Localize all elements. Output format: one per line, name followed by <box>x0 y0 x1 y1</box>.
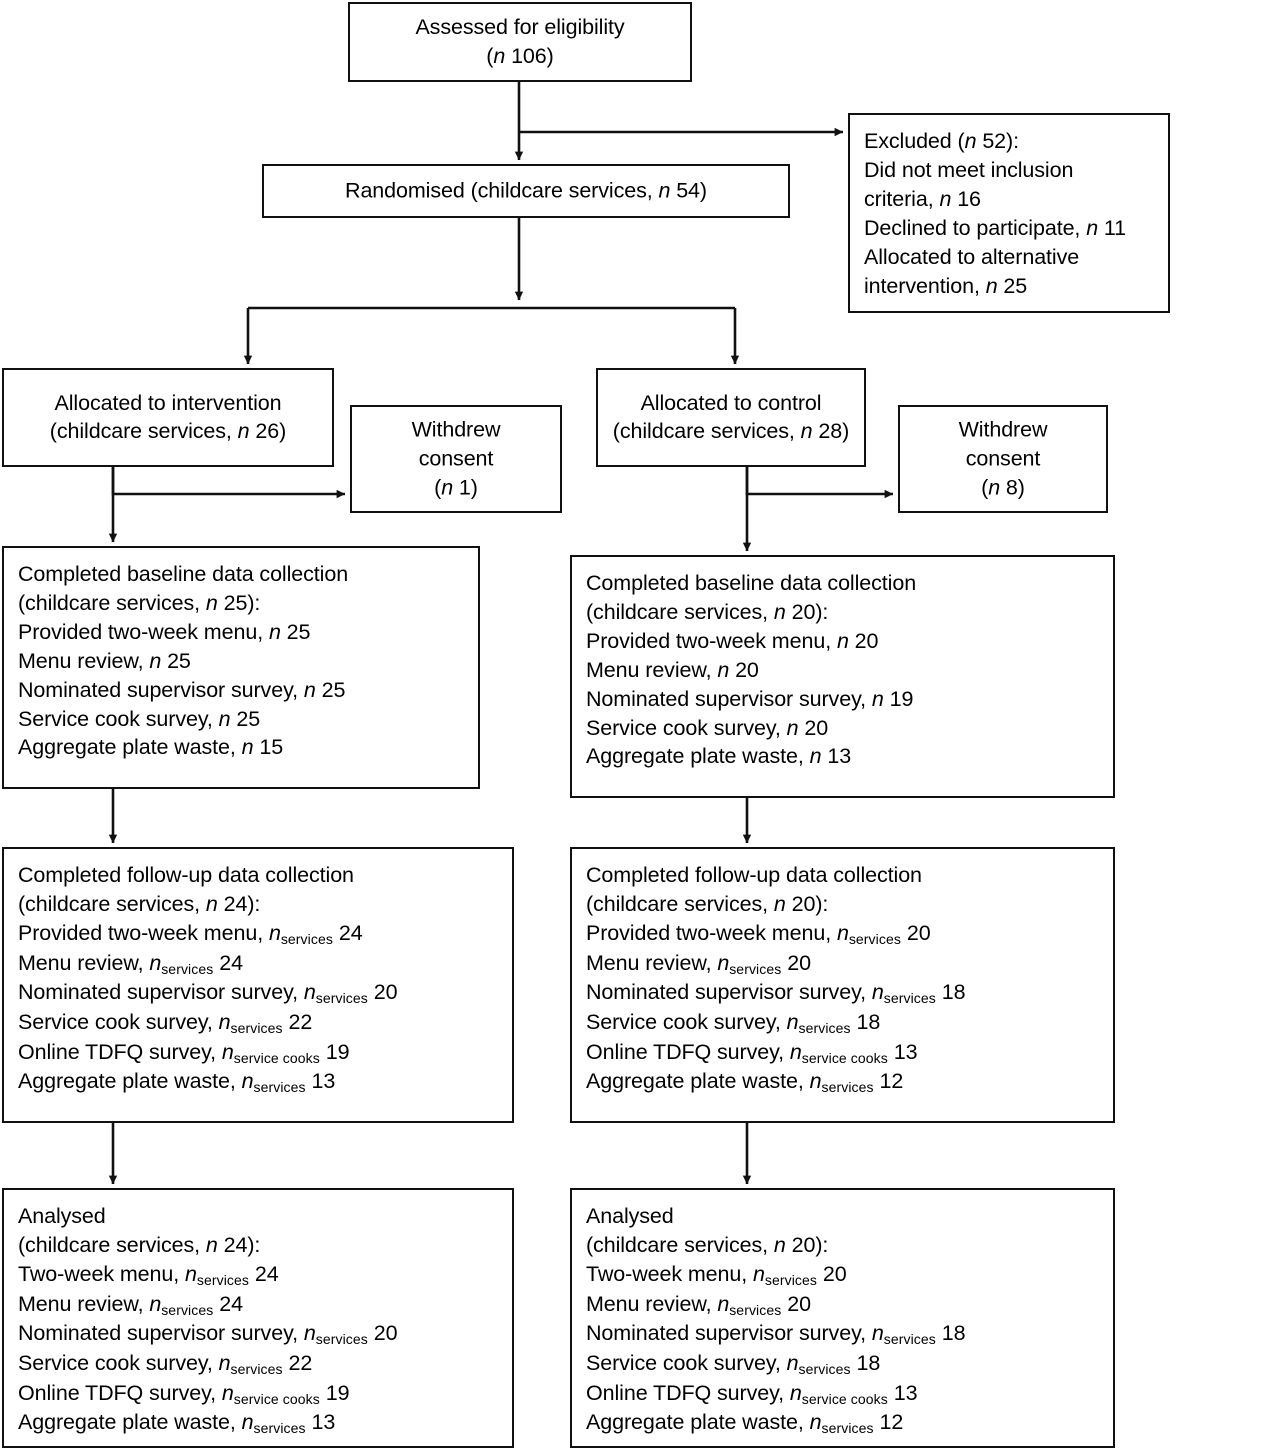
edge-alloc-int-to-withdrew <box>111 467 346 499</box>
node-text-line: Menu review, nservices 24 <box>18 1291 243 1318</box>
node-text-line: Excluded (n 52): <box>864 129 1019 153</box>
node-text: Analysed (childcare services, n 20): Two-w… <box>572 1190 1113 1438</box>
node-text-line: Declined to participate, n 11 <box>864 215 1127 240</box>
node-text-line: Nominated supervisor survey, nservices 1… <box>586 1321 966 1348</box>
node-text-line: Aggregate plate waste, nservices 13 <box>18 1410 336 1437</box>
node-text-line: Service cook survey, nservices 18 <box>586 1351 881 1377</box>
node-assessed-for-eligibility: Assessed for eligibility (n 106) <box>348 2 692 82</box>
node-text-line: consent <box>965 446 1041 471</box>
node-text: Allocated to intervention (childcare serv… <box>4 389 332 447</box>
node-baseline-data-collection-control: Completed baseline data collection (child… <box>570 555 1115 798</box>
node-text-line: Online TDFQ survey, nservice cooks 19 <box>18 1039 350 1066</box>
node-text-line: Aggregate plate waste, n 13 <box>586 744 852 769</box>
node-text-line: Withdrew <box>411 417 501 442</box>
node-text-line: Two-week menu, nservices 24 <box>18 1261 279 1288</box>
node-text-line: Nominated supervisor survey, nservices 1… <box>586 980 966 1007</box>
node-text-line: (childcare services, n 26) <box>49 419 287 444</box>
node-text-line: intervention, n 25 <box>864 273 1028 298</box>
node-text-line: Service cook survey, nservices 22 <box>18 1351 313 1377</box>
node-text: Analysed (childcare services, n 24): Two-w… <box>4 1190 512 1438</box>
node-text-line: Online TDFQ survey, nservice cooks 19 <box>18 1380 350 1407</box>
node-text-line: Aggregate plate waste, nservices 12 <box>586 1069 904 1096</box>
node-allocated-to-intervention: Allocated to intervention (childcare serv… <box>2 368 334 467</box>
node-withdrew-consent-intervention: Withdrew consent (n 1) <box>350 405 562 513</box>
node-text-line: (childcare services, n 24): <box>18 1232 261 1257</box>
node-analysed-intervention: Analysed (childcare services, n 24): Two-w… <box>2 1188 514 1448</box>
node-text-line: Provided two-week menu, n 20 <box>586 628 879 653</box>
node-text-line: Aggregate plate waste, nservices 12 <box>586 1410 904 1437</box>
node-text-line: (n 106) <box>486 44 554 68</box>
node-text: Withdrew consent (n 8) <box>900 416 1106 503</box>
node-text: Excluded (n 52): Did not meet inclusion cr… <box>850 115 1168 300</box>
node-text-line: Online TDFQ survey, nservice cooks 13 <box>586 1039 918 1066</box>
node-text-line: Nominated supervisor survey, nservices 2… <box>18 980 398 1007</box>
node-text-line: (childcare services, n 20): <box>586 891 829 916</box>
node-text-line: Allocated to control <box>640 390 822 415</box>
node-baseline-data-collection-intervention: Completed baseline data collection (child… <box>2 546 480 789</box>
node-text-line: Menu review, nservices 20 <box>586 1291 811 1318</box>
node-text: Completed follow-up data collection (chil… <box>572 849 1113 1097</box>
node-text-line: Analysed <box>586 1204 674 1228</box>
node-text-line: Allocated to alternative <box>864 244 1080 269</box>
node-text-line: Withdrew <box>958 417 1048 442</box>
node-text-line: Provided two-week menu, nservices 24 <box>18 920 363 947</box>
node-text-line: Service cook survey, n 25 <box>18 706 261 731</box>
node-randomised: Randomised (childcare services, n 54) <box>262 164 790 218</box>
node-text-line: (childcare services, n 28) <box>612 419 850 444</box>
node-text: Completed baseline data collection (child… <box>4 548 478 762</box>
node-allocated-to-control: Allocated to control (childcare services,… <box>596 368 866 467</box>
node-text: Randomised (childcare services, n 54) <box>264 177 788 206</box>
node-text-line: (n 8) <box>981 475 1025 500</box>
node-text-line: Menu review, nservices 20 <box>586 950 811 977</box>
node-text-line: Analysed <box>18 1204 106 1228</box>
node-text-line: Allocated to intervention <box>54 390 282 415</box>
node-text-line: criteria, n 16 <box>864 186 981 211</box>
node-text-line: (childcare services, n 25): <box>18 590 261 615</box>
node-text-line: Completed baseline data collection <box>586 571 917 595</box>
node-text-line: Completed follow-up data collection <box>18 863 354 887</box>
node-excluded: Excluded (n 52): Did not meet inclusion cr… <box>848 113 1170 313</box>
node-text-line: Menu review, n 20 <box>586 657 759 682</box>
node-text-line: Assessed for eligibility <box>415 15 625 40</box>
node-text-line: Menu review, nservices 24 <box>18 950 243 977</box>
node-followup-data-collection-control: Completed follow-up data collection (chil… <box>570 847 1115 1123</box>
node-text-line: Online TDFQ survey, nservice cooks 13 <box>586 1380 918 1407</box>
node-analysed-control: Analysed (childcare services, n 20): Two-w… <box>570 1188 1115 1448</box>
node-text-line: Service cook survey, nservices 22 <box>18 1010 313 1036</box>
node-text-line: (childcare services, n 24): <box>18 891 261 916</box>
node-text-line: (childcare services, n 20): <box>586 1232 829 1257</box>
node-text-line: Service cook survey, n 20 <box>586 715 829 740</box>
node-text-line: consent <box>418 446 494 471</box>
node-text-line: Nominated supervisor survey, nservices 2… <box>18 1321 398 1348</box>
node-text-line: Nominated supervisor survey, n 19 <box>586 686 914 711</box>
node-followup-data-collection-intervention: Completed follow-up data collection (chil… <box>2 847 514 1123</box>
edge-alloc-ctrl-to-withdrew <box>745 467 894 499</box>
node-text-line: Did not meet inclusion <box>864 157 1074 182</box>
node-text-line: Provided two-week menu, nservices 20 <box>586 920 931 947</box>
node-text-line: Provided two-week menu, n 25 <box>18 619 311 644</box>
node-text: Withdrew consent (n 1) <box>352 416 560 503</box>
node-text-line: Menu review, n 25 <box>18 648 191 673</box>
node-text: Completed baseline data collection (child… <box>572 557 1113 771</box>
node-text-line: (n 1) <box>434 475 478 500</box>
node-text-line: Two-week menu, nservices 20 <box>586 1261 847 1288</box>
node-text-line: Completed baseline data collection <box>18 562 349 586</box>
node-text-line: Aggregate plate waste, nservices 13 <box>18 1069 336 1096</box>
node-text: Allocated to control (childcare services,… <box>598 389 864 447</box>
node-text-line: Nominated supervisor survey, n 25 <box>18 677 346 702</box>
node-withdrew-consent-control: Withdrew consent (n 8) <box>898 405 1108 513</box>
node-text-line: Randomised (childcare services, n 54) <box>345 178 707 203</box>
node-text-line: Aggregate plate waste, n 15 <box>18 735 284 760</box>
node-text-line: Completed follow-up data collection <box>586 863 922 887</box>
node-text: Completed follow-up data collection (chil… <box>4 849 512 1097</box>
node-text-line: (childcare services, n 20): <box>586 599 829 624</box>
node-text: Assessed for eligibility (n 106) <box>350 13 690 71</box>
node-text-line: Service cook survey, nservices 18 <box>586 1010 881 1036</box>
